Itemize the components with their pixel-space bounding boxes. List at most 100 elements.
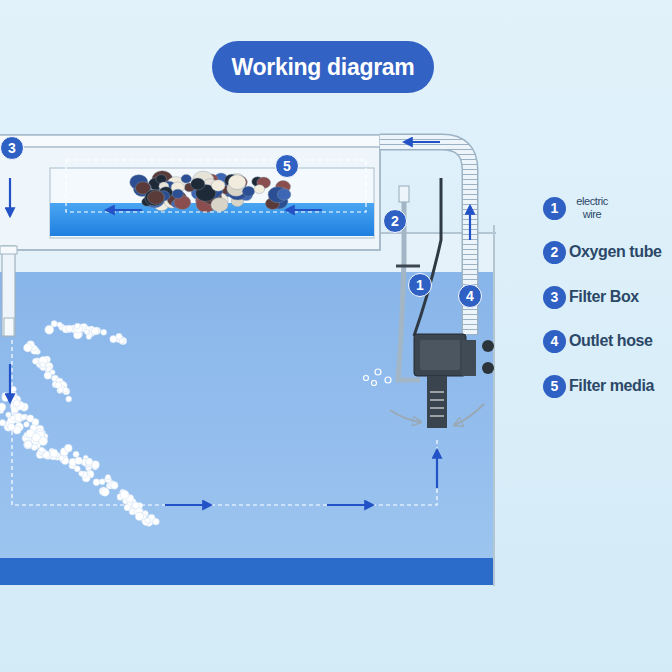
tank-base (0, 558, 493, 585)
bubble (55, 382, 62, 389)
dash-frame (66, 160, 366, 212)
part-name: electric wire (569, 195, 615, 221)
bubble (101, 488, 110, 497)
callout-number: 2 (391, 214, 399, 228)
media-stone (254, 185, 265, 194)
bubble (75, 457, 83, 465)
bubble (24, 441, 32, 449)
bubble (120, 490, 129, 499)
flow-dashes (12, 340, 437, 505)
outlet-hose (380, 142, 470, 335)
part-name: Filter media (569, 377, 654, 395)
suction-cup (482, 340, 494, 352)
pump-outlet (462, 340, 476, 376)
callout-number: 3 (8, 141, 16, 155)
intake-arrows (390, 404, 484, 425)
bubble (10, 416, 15, 421)
bubble (74, 324, 83, 333)
bubble (93, 479, 100, 486)
media-stone (181, 174, 191, 183)
bubble (21, 414, 26, 419)
media-stone (211, 198, 228, 212)
bubble (135, 512, 143, 520)
filter-box (0, 135, 380, 250)
media-stone (211, 180, 225, 191)
bubble (64, 444, 72, 452)
media-stone (191, 178, 205, 190)
media-stone (242, 186, 254, 196)
legend-item: 2Oxygen tube (543, 241, 662, 264)
callout-number: 5 (275, 154, 299, 178)
bubble (32, 358, 38, 364)
bubble (84, 329, 89, 334)
callout-number: 4 (466, 289, 474, 303)
bubble (63, 388, 70, 395)
bubble (66, 396, 72, 402)
part-name: Oxygen tube (569, 243, 662, 261)
bubble (8, 424, 15, 431)
bubble (59, 456, 64, 461)
part-name: Filter Box (569, 288, 639, 306)
bubble (45, 325, 54, 334)
bubble (57, 322, 62, 327)
drain-pipe (2, 246, 15, 336)
tube-clip (396, 265, 420, 268)
intake-grille (430, 392, 444, 416)
callout-number: 4 (458, 284, 482, 308)
diagram-title: Working diagram (232, 54, 415, 81)
bubble (50, 370, 55, 375)
bubble (111, 482, 119, 490)
bubble (24, 422, 30, 428)
bubble (63, 387, 69, 393)
media-stone (147, 191, 164, 205)
callout-number: 5 (283, 159, 291, 173)
bubble (86, 458, 93, 465)
title-pill: Working diagram (212, 41, 434, 93)
callout-number: 3 (543, 286, 566, 309)
outlet-hose (380, 142, 470, 335)
bubble (24, 343, 32, 351)
air-bubbles (364, 369, 392, 386)
bubble (0, 403, 6, 411)
water-flow-bubbles (0, 321, 159, 527)
bubble (27, 415, 34, 422)
legend-item: 4Outlet hose (543, 330, 653, 353)
oxygen-inlet (399, 186, 409, 202)
bubble (75, 323, 81, 329)
callout-number: 3 (0, 136, 24, 160)
filter-tray (50, 168, 374, 238)
filter-lid (0, 135, 380, 147)
media-stone (277, 189, 291, 200)
bubble (13, 400, 20, 407)
bubble (74, 466, 80, 472)
media-stone (172, 189, 183, 198)
bubble (0, 420, 6, 426)
pump-intake (427, 376, 447, 428)
tank-water (0, 272, 493, 559)
suction-cup (482, 362, 494, 374)
callout-number: 1 (416, 278, 424, 292)
flow-arrows (10, 142, 470, 505)
filter-media-stones (130, 171, 291, 213)
bubble (73, 451, 79, 457)
callout-number: 2 (543, 241, 566, 264)
callout-number: 1 (543, 197, 566, 220)
bubble (39, 437, 48, 446)
media-stone (228, 175, 246, 190)
legend-item: 3Filter Box (543, 286, 639, 309)
callout-number: 5 (543, 375, 566, 398)
pump-face (420, 340, 460, 370)
drain-pipe-joint (0, 246, 17, 254)
bubble (86, 334, 91, 339)
bubble (39, 447, 44, 452)
bubble (6, 412, 11, 417)
bubble (24, 440, 33, 449)
bubble (145, 518, 150, 523)
bubble (91, 327, 99, 335)
callout-number: 2 (383, 209, 407, 233)
bubble (79, 471, 84, 476)
legend-item: 5Filter media (543, 375, 654, 398)
media-stone (145, 189, 165, 206)
bubble (116, 333, 122, 339)
bubble (66, 325, 73, 332)
